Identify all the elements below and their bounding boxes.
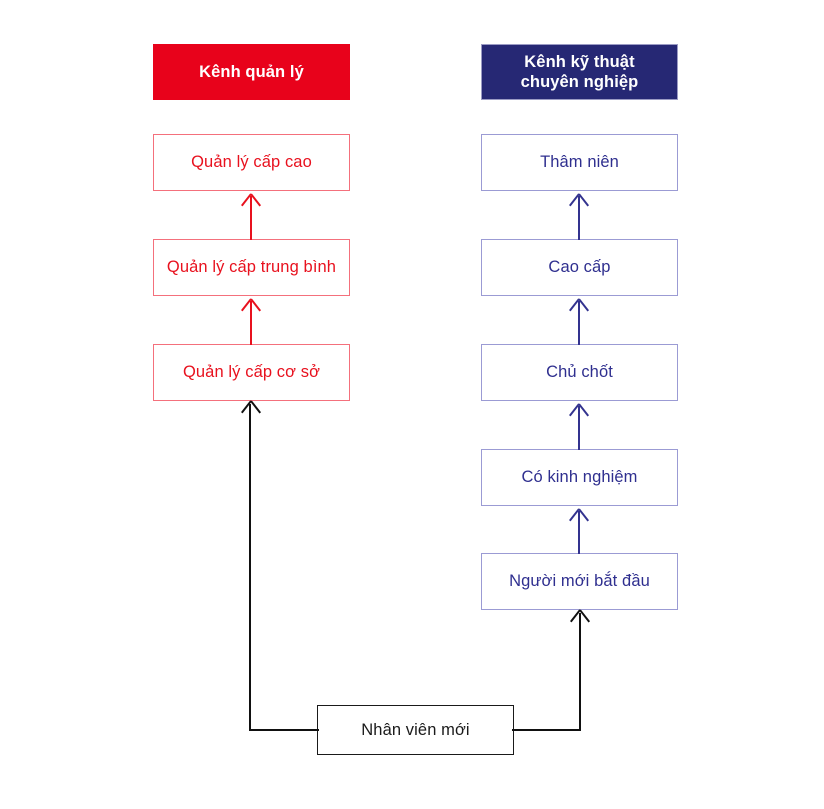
arrow-management-base-to-middle <box>250 301 253 345</box>
entry-level-new-employee[interactable]: Nhân viên mới <box>317 705 514 755</box>
professional-channel-header: Kênh kỹ thuật chuyên nghiệp <box>481 44 678 100</box>
arrowhead-management-middle-to-senior <box>241 194 261 207</box>
arrowhead-professional-advanced-to-veteran <box>569 194 589 207</box>
connector-entry-to-professional-horizontal <box>512 729 581 732</box>
professional-level-experienced[interactable]: Có kinh nghiệm <box>481 449 678 506</box>
arrowhead-management-base-to-middle <box>241 299 261 312</box>
professional-level-veteran[interactable]: Thâm niên <box>481 134 678 191</box>
management-level-senior[interactable]: Quản lý cấp cao <box>153 134 350 191</box>
professional-level-beginner[interactable]: Người mới bắt đầu <box>481 553 678 610</box>
professional-level-key[interactable]: Chủ chốt <box>481 344 678 401</box>
management-level-base[interactable]: Quản lý cấp cơ sở <box>153 344 350 401</box>
professional-header-line-2: chuyên nghiệp <box>520 73 639 91</box>
arrowhead-entry-to-professional <box>570 610 590 623</box>
connector-entry-to-management-vertical <box>249 404 252 731</box>
arrow-management-middle-to-senior <box>250 196 253 240</box>
arrow-professional-beginner-to-experienced <box>578 511 581 554</box>
management-channel-header: Kênh quản lý <box>153 44 350 100</box>
arrowhead-professional-key-to-advanced <box>569 299 589 312</box>
professional-header-line-1: Kênh kỹ thuật <box>524 52 635 71</box>
arrowhead-entry-to-management <box>241 401 261 414</box>
connector-entry-to-professional-vertical <box>579 613 582 731</box>
management-level-middle[interactable]: Quản lý cấp trung bình <box>153 239 350 296</box>
connector-entry-to-management-horizontal <box>250 729 319 732</box>
arrow-professional-key-to-advanced <box>578 301 581 345</box>
professional-level-advanced[interactable]: Cao cấp <box>481 239 678 296</box>
arrow-professional-experienced-to-key <box>578 406 581 450</box>
arrowhead-professional-beginner-to-experienced <box>569 509 589 522</box>
arrowhead-professional-experienced-to-key <box>569 404 589 417</box>
arrow-professional-advanced-to-veteran <box>578 196 581 240</box>
